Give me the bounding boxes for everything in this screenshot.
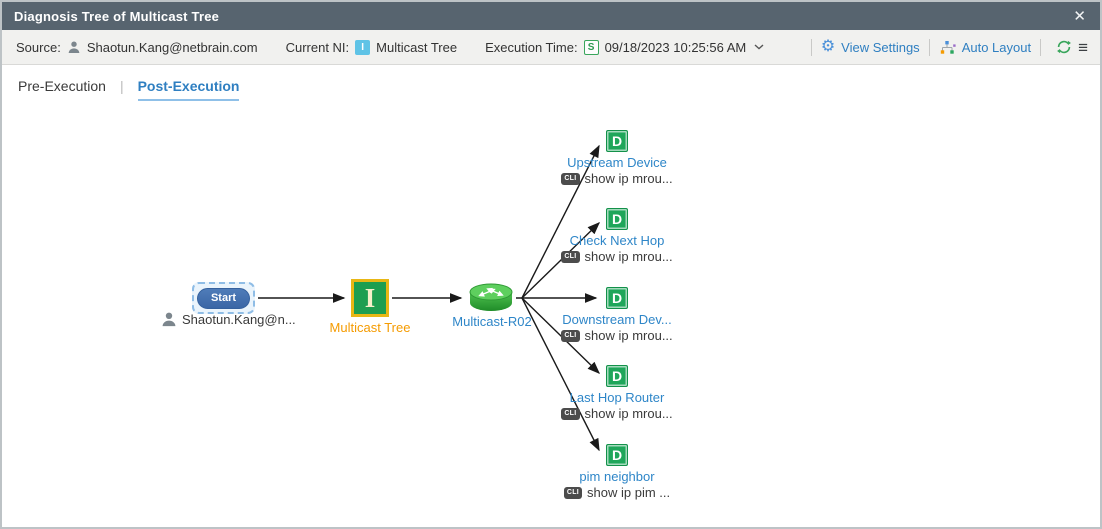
start-button[interactable]: Start <box>197 287 250 309</box>
diagnosis-node-icon[interactable]: D <box>606 444 628 466</box>
source-label: Source: <box>16 39 61 55</box>
tab-pre-execution[interactable]: Pre-Execution <box>18 78 106 94</box>
cli-badge-icon: CLI <box>561 329 580 342</box>
refresh-icon <box>1056 39 1072 55</box>
intent-node-icon[interactable]: I <box>351 279 389 317</box>
cli-command: show ip mrou... <box>584 171 673 186</box>
cli-command: show ip mrou... <box>584 249 673 264</box>
start-user-row: Shaotun.Kang@n... <box>161 311 296 327</box>
cli-badge-icon: CLI <box>561 250 580 263</box>
view-settings-button[interactable]: ⚙ View Settings <box>821 39 920 55</box>
tab-post-execution[interactable]: Post-Execution <box>137 78 240 101</box>
title-bar: Diagnosis Tree of Multicast Tree ✕ <box>2 2 1100 30</box>
branch-name[interactable]: Downstream Dev... <box>562 312 672 327</box>
dialog-title: Diagnosis Tree of Multicast Tree <box>14 8 220 24</box>
branch-name[interactable]: Upstream Device <box>567 155 667 170</box>
view-settings-label: View Settings <box>841 39 920 55</box>
cli-row: CLI show ip mrou... <box>517 171 717 186</box>
diagram-canvas: Pre-Execution | Post-Execution <box>2 65 1100 527</box>
source-value: Shaotun.Kang@netbrain.com <box>86 39 258 55</box>
schedule-badge-icon: S <box>583 39 599 55</box>
branch-name[interactable]: Last Hop Router <box>569 390 665 405</box>
branch-downstream-device: D Downstream Dev... CLI show ip mrou... <box>517 287 717 343</box>
refresh-button[interactable] <box>1056 39 1072 55</box>
router-icon[interactable] <box>468 282 514 318</box>
branch-pim-neighbor: D pim neighbor CLI show ip pim ... <box>517 444 717 500</box>
cli-command: show ip mrou... <box>584 406 673 421</box>
user-icon <box>161 311 177 327</box>
toolbar: Source: Shaotun.Kang@netbrain.com Curren… <box>2 30 1100 65</box>
cli-row: CLI show ip mrou... <box>517 249 717 264</box>
current-ni-label: Current NI: <box>285 39 350 55</box>
toolbar-separator <box>1040 38 1042 56</box>
branch-name[interactable]: pim neighbor <box>579 469 655 484</box>
close-icon[interactable]: ✕ <box>1073 7 1086 25</box>
execution-time-label: Execution Time: <box>485 39 578 55</box>
branch-upstream-device: D Upstream Device CLI show ip mrou... <box>517 130 717 186</box>
menu-button[interactable]: ≡ <box>1078 39 1088 56</box>
branch-last-hop-router: D Last Hop Router CLI show ip mrou... <box>517 365 717 421</box>
cli-badge-icon: CLI <box>563 486 583 499</box>
auto-layout-label: Auto Layout <box>961 39 1032 55</box>
diagnosis-node-icon[interactable]: D <box>606 208 628 230</box>
diagnosis-node-icon[interactable]: D <box>606 130 628 152</box>
branch-name[interactable]: Check Next Hop <box>569 233 665 248</box>
gear-icon: ⚙ <box>820 38 836 55</box>
execution-time-value: 09/18/2023 10:25:56 AM <box>604 39 747 55</box>
cli-command: show ip mrou... <box>584 328 673 343</box>
branch-check-next-hop: D Check Next Hop CLI show ip mrou... <box>517 208 717 264</box>
cli-row: CLI show ip pim ... <box>517 485 717 500</box>
toolbar-right: ⚙ View Settings Auto Layout <box>802 38 1088 56</box>
execution-time-group[interactable]: Execution Time: S 09/18/2023 10:25:56 AM <box>485 39 764 55</box>
execution-tabs: Pre-Execution | Post-Execution <box>18 78 240 101</box>
hamburger-menu-icon: ≡ <box>1078 37 1088 57</box>
auto-layout-button[interactable]: Auto Layout <box>939 40 1031 55</box>
toolbar-separator <box>810 38 812 56</box>
current-ni-value: Multicast Tree <box>376 39 458 55</box>
diagnosis-node-icon[interactable]: D <box>606 365 628 387</box>
toolbar-separator <box>928 38 930 56</box>
source-group: Source: Shaotun.Kang@netbrain.com <box>16 40 258 55</box>
start-node[interactable]: Start <box>192 282 255 314</box>
cli-row: CLI show ip mrou... <box>517 406 717 421</box>
start-user-label: Shaotun.Kang@n... <box>182 311 296 327</box>
intent-node-label[interactable]: Multicast Tree <box>329 320 411 335</box>
current-ni-group: Current NI: I Multicast Tree <box>285 39 458 55</box>
router-label[interactable]: Multicast-R02 <box>452 314 532 329</box>
cli-badge-icon: CLI <box>561 407 580 420</box>
intent-badge-icon: I <box>355 39 371 55</box>
chevron-down-icon[interactable] <box>754 44 764 50</box>
cli-command: show ip pim ... <box>587 485 671 500</box>
cli-badge-icon: CLI <box>561 172 580 185</box>
auto-layout-icon <box>939 40 956 55</box>
diagnosis-node-icon[interactable]: D <box>606 287 628 309</box>
cli-row: CLI show ip mrou... <box>517 328 717 343</box>
tab-separator: | <box>119 78 124 94</box>
user-icon <box>67 40 81 54</box>
